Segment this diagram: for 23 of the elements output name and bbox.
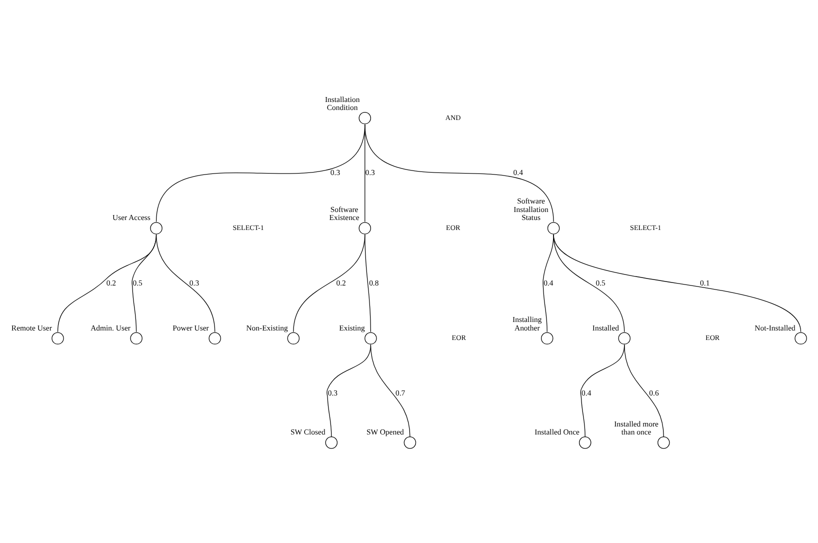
connector [624, 344, 664, 437]
node-circle [287, 332, 300, 344]
node-circle [404, 436, 416, 448]
node-circle [578, 436, 592, 448]
connector [364, 124, 554, 222]
node-circle [618, 332, 630, 344]
node-circle [547, 222, 560, 234]
node-circle [150, 222, 162, 234]
node-circle [364, 332, 377, 344]
node-circle [794, 332, 807, 344]
connector [364, 234, 372, 332]
node-circle [658, 436, 670, 448]
connector [156, 234, 216, 332]
node-circle [208, 332, 221, 344]
node-circle [52, 332, 64, 344]
node-circle [358, 112, 372, 124]
connector [553, 234, 802, 332]
connector [542, 234, 554, 332]
node-circle [325, 436, 338, 448]
node-circle [358, 222, 372, 234]
node-circle [130, 332, 142, 344]
connector [370, 344, 410, 437]
node-circle [541, 332, 554, 344]
